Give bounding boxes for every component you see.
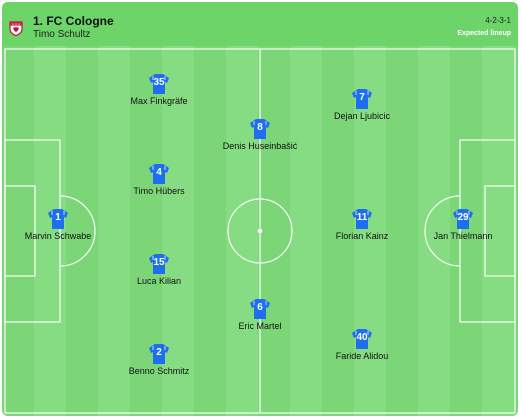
shirt-number: 15 (153, 257, 165, 268)
player-name: Eric Martel (238, 321, 282, 331)
team-header: 1. FC Cologne Timo Schultz 4-2-3-1 Expec… (2, 2, 518, 46)
shirt-icon: 1 (47, 208, 69, 230)
shirt-number: 35 (153, 77, 165, 88)
player-name: Marvin Schwabe (24, 231, 92, 241)
player-dejan-ljubicic[interactable]: 7 Dejan Ljubicic (307, 88, 417, 121)
team-name[interactable]: 1. FC Cologne (33, 14, 114, 28)
formation-label: 4-2-3-1 (485, 16, 511, 25)
player-max-finkgrafe[interactable]: 35 Max Finkgräfe (104, 73, 214, 106)
player-eric-martel[interactable]: 6 Eric Martel (205, 298, 315, 331)
player-name: Benno Schmitz (128, 366, 190, 376)
shirt-icon: 6 (249, 298, 271, 320)
coach-name[interactable]: Timo Schultz (33, 29, 91, 40)
player-name: Luca Kilian (136, 276, 182, 286)
shirt-number: 4 (156, 167, 162, 178)
shirt-icon: 35 (148, 73, 170, 95)
pitch: 1 Marvin Schwabe 35 Max Finkgräfe 4 Timo… (2, 46, 518, 416)
shirt-icon: 15 (148, 253, 170, 275)
shirt-icon: 2 (148, 343, 170, 365)
shirt-number: 8 (257, 122, 263, 133)
player-name: Timo Hübers (133, 186, 185, 196)
shirt-number: 11 (356, 212, 368, 223)
shirt-number: 6 (257, 302, 263, 313)
shirt-number: 29 (457, 212, 469, 223)
lineup-card: 1. FC Cologne Timo Schultz 4-2-3-1 Expec… (2, 2, 518, 416)
player-jan-thielmann[interactable]: 29 Jan Thielmann (408, 208, 518, 241)
shirt-icon: 29 (452, 208, 474, 230)
shirt-number: 2 (156, 347, 162, 358)
player-marvin-schwabe[interactable]: 1 Marvin Schwabe (3, 208, 113, 241)
player-luca-kilian[interactable]: 15 Luca Kilian (104, 253, 214, 286)
player-faride-alidou[interactable]: 40 Faride Alidou (307, 328, 417, 361)
player-name: Jan Thielmann (433, 231, 493, 241)
shirt-icon: 7 (351, 88, 373, 110)
player-name: Florian Kainz (335, 231, 389, 241)
shirt-icon: 40 (351, 328, 373, 350)
shirt-icon: 4 (148, 163, 170, 185)
pitch-markings (4, 48, 516, 414)
shirt-number: 40 (356, 332, 368, 343)
shirt-icon: 8 (249, 118, 271, 140)
player-florian-kainz[interactable]: 11 Florian Kainz (307, 208, 417, 241)
player-name: Dejan Ljubicic (333, 111, 391, 121)
fc-cologne-crest-icon (9, 21, 23, 36)
lineup-type-label: Expected lineup (457, 30, 511, 37)
player-benno-schmitz[interactable]: 2 Benno Schmitz (104, 343, 214, 376)
player-name: Denis Huseinbašić (222, 141, 298, 151)
shirt-number: 7 (359, 92, 365, 103)
shirt-icon: 11 (351, 208, 373, 230)
player-name: Faride Alidou (335, 351, 389, 361)
player-denis-huseinbasic[interactable]: 8 Denis Huseinbašić (205, 118, 315, 151)
player-timo-hubers[interactable]: 4 Timo Hübers (104, 163, 214, 196)
shirt-number: 1 (55, 212, 61, 223)
player-name: Max Finkgräfe (130, 96, 188, 106)
